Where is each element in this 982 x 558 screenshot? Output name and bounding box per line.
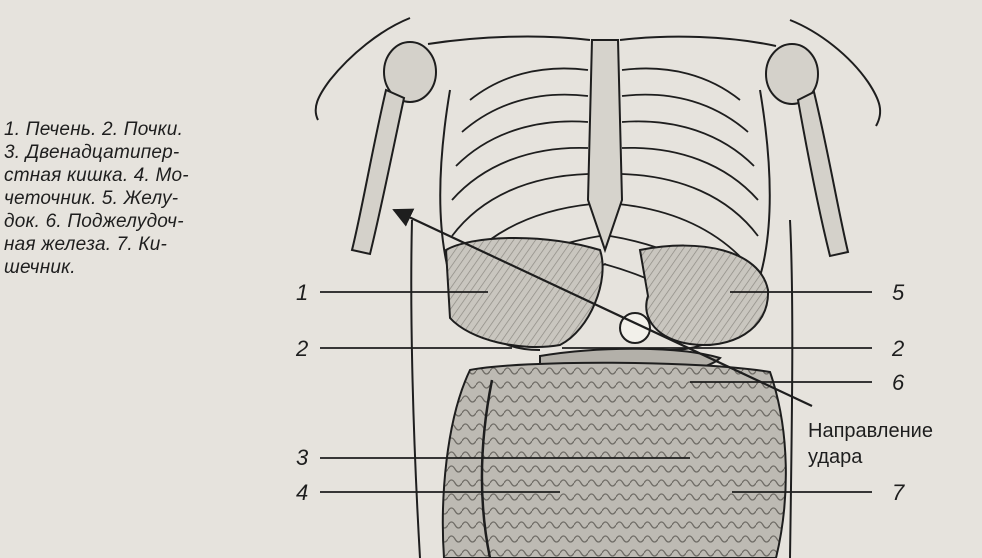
label-right-5: 5 [892,280,905,305]
label-right-6: 6 [892,370,905,395]
stomach [640,246,768,345]
impact-label-line-2: удара [808,444,933,470]
label-left-4: 4 [296,480,308,505]
impact-label-line-1: Направление [808,418,933,444]
sternum [588,40,622,250]
label-left-2: 2 [295,336,308,361]
organs [443,238,786,558]
label-right-2: 2 [891,336,904,361]
intestines [443,363,786,558]
label-left-3: 3 [296,445,309,470]
label-left-1: 1 [296,280,308,305]
label-right-7: 7 [892,480,905,505]
impact-direction-label: Направление удара [808,418,933,470]
